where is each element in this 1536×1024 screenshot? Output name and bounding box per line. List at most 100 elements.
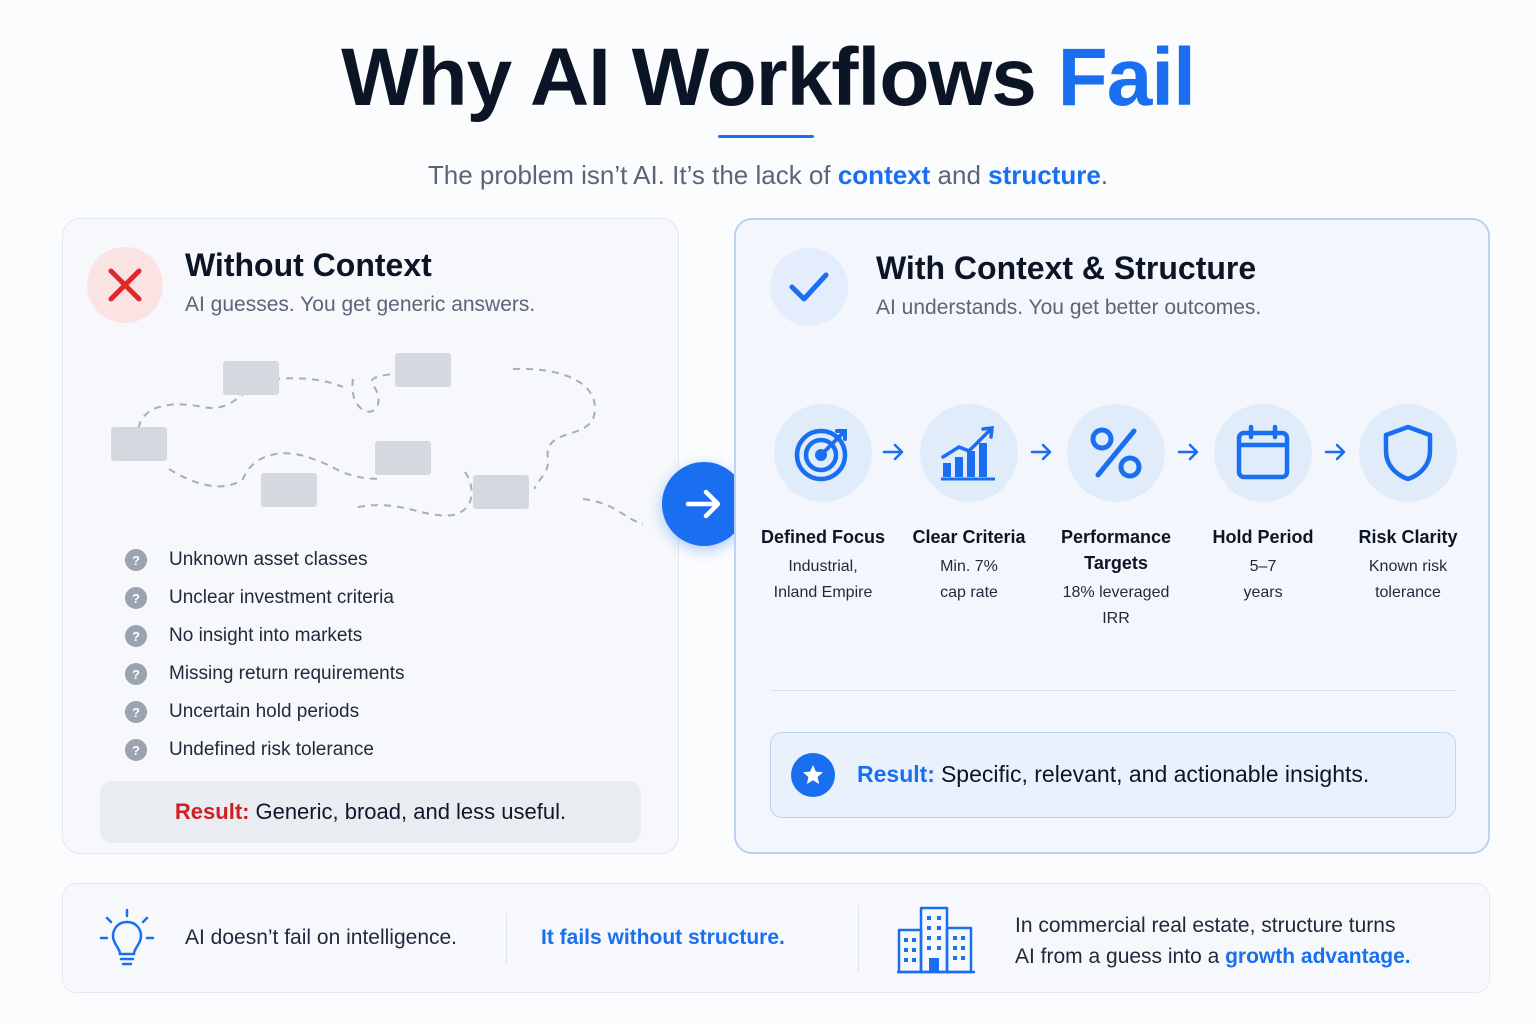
flow-box [375,441,431,475]
subtitle-part1: The problem isn’t AI. It’s the lack of [427,160,838,190]
question-icon: ? [125,739,147,761]
subtitle-part3: . [1100,160,1109,190]
step-desc-line: years [1243,584,1283,601]
flow-box [261,473,317,507]
result-text: Result:Specific, relevant, and actionabl… [857,761,1369,788]
result-label: Result: [857,761,935,787]
footer-text-3-line2: AI from a guess into a growth advantage. [1015,941,1411,972]
step-name: Defined Focus [760,527,885,547]
question-icon: ? [125,587,147,609]
step-name: Risk Clarity [1358,527,1458,547]
list-item: ? Missing return requirements [125,655,404,693]
footer-text-2: It fails without structure. [541,926,785,949]
list-item: ? Undefined risk tolerance [125,731,404,769]
list-item: ? Uncertain hold periods [125,693,404,731]
page-title: Why AI Workflows Fail [0,30,1536,126]
step-desc: Min. 7% cap rate [889,554,1049,606]
step-name-line: Performance [1060,527,1172,547]
flow-box [111,427,167,461]
flow-box [395,353,451,387]
without-heading: Without Context [185,247,432,283]
arrow-right-icon [1324,443,1346,461]
flow-box [473,475,529,509]
footer-text-3: In commercial real estate, structure tur… [1015,910,1411,972]
footer-text-3-highlight: growth advantage. [1225,945,1411,968]
with-result: Result:Specific, relevant, and actionabl… [770,732,1456,818]
list-item: ? Unclear investment criteria [125,579,404,617]
lightbulb-icon [99,908,155,966]
step-desc-line: Industrial, [788,558,858,575]
step-desc-line: 5–7 [1249,558,1277,575]
shield-icon [1359,404,1457,502]
footer-separator [858,906,859,972]
step-desc: Known risk tolerance [1328,554,1488,606]
question-icon: ? [125,549,147,571]
step-desc-line: cap rate [940,584,998,601]
list-item-label: No insight into markets [169,625,363,646]
target-icon [774,404,872,502]
step-name: Hold Period [1212,527,1314,547]
footer-separator [506,914,507,964]
star-icon [791,753,835,797]
title-main: Why AI Workflows [341,32,1058,123]
without-subheading: AI guesses. You get generic answers. [185,293,536,316]
result-text: Generic, broad, and less useful. [255,799,567,824]
list-item-label: Unclear investment criteria [169,587,394,608]
step-desc-line: tolerance [1375,584,1441,601]
result-label: Result: [174,799,250,824]
growth-chart-icon [920,404,1018,502]
subtitle-context: context [837,160,931,190]
list-item: ? No insight into markets [125,617,404,655]
title-underline [718,135,814,138]
footer-text-3-line1: In commercial real estate, structure tur… [1015,914,1396,937]
list-item-label: Unknown asset classes [169,549,368,570]
with-heading: With Context & Structure [876,250,1257,286]
with-context-panel: With Context & Structure AI understands.… [734,218,1490,854]
step-desc-line: Known risk [1368,558,1448,575]
arrow-right-icon [882,443,904,461]
buildings-icon [897,906,975,974]
step-hold-period: Hold Period 5–7 years [1183,404,1343,606]
result-body: Specific, relevant, and actionable insig… [940,761,1370,787]
step-defined-focus: Defined Focus Industrial, Inland Empire [743,404,903,606]
title-accent: Fail [1057,32,1196,123]
chaotic-flow-diagram [111,353,643,526]
list-item-label: Uncertain hold periods [169,701,360,722]
step-desc-line: IRR [1102,610,1130,627]
step-risk-clarity: Risk Clarity Known risk tolerance [1328,404,1488,606]
percent-icon [1067,404,1165,502]
without-result: Result:Generic, broad, and less useful. [100,781,641,843]
step-desc: 5–7 years [1183,554,1343,606]
question-icon: ? [125,663,147,685]
footer-text-3-plain: AI from a guess into a [1015,945,1226,968]
footer-text-1: AI doesn’t fail on intelligence. [185,926,458,949]
step-clear-criteria: Clear Criteria Min. 7% cap rate [889,404,1049,606]
arrow-right-icon [1030,443,1052,461]
subtitle: The problem isn’t AI. It’s the lack of c… [0,160,1536,191]
without-context-panel: Without Context AI guesses. You get gene… [62,218,679,854]
subtitle-structure: structure [988,160,1101,190]
list-item: ? Unknown asset classes [125,541,404,579]
list-item-label: Undefined risk tolerance [169,739,374,760]
question-icon: ? [125,625,147,647]
step-desc-line: Min. 7% [940,558,998,575]
calendar-icon [1214,404,1312,502]
footer-banner: AI doesn’t fail on intelligence. It fail… [62,883,1490,993]
with-subheading: AI understands. You get better outcomes. [876,296,1262,319]
arrow-right-icon [1177,443,1199,461]
divider [770,690,1456,691]
step-desc-line: 18% leveraged [1062,584,1170,601]
check-icon [770,248,848,326]
step-name: Clear Criteria [912,527,1026,547]
missing-context-list: ? Unknown asset classes ? Unclear investme… [125,541,404,769]
question-icon: ? [125,701,147,723]
list-item-label: Missing return requirements [169,663,405,684]
step-name-line: Targets [1084,553,1148,573]
x-icon [87,247,163,323]
arrow-right-icon [662,462,746,546]
step-desc-line: Inland Empire [773,584,873,601]
flow-box [223,361,279,395]
